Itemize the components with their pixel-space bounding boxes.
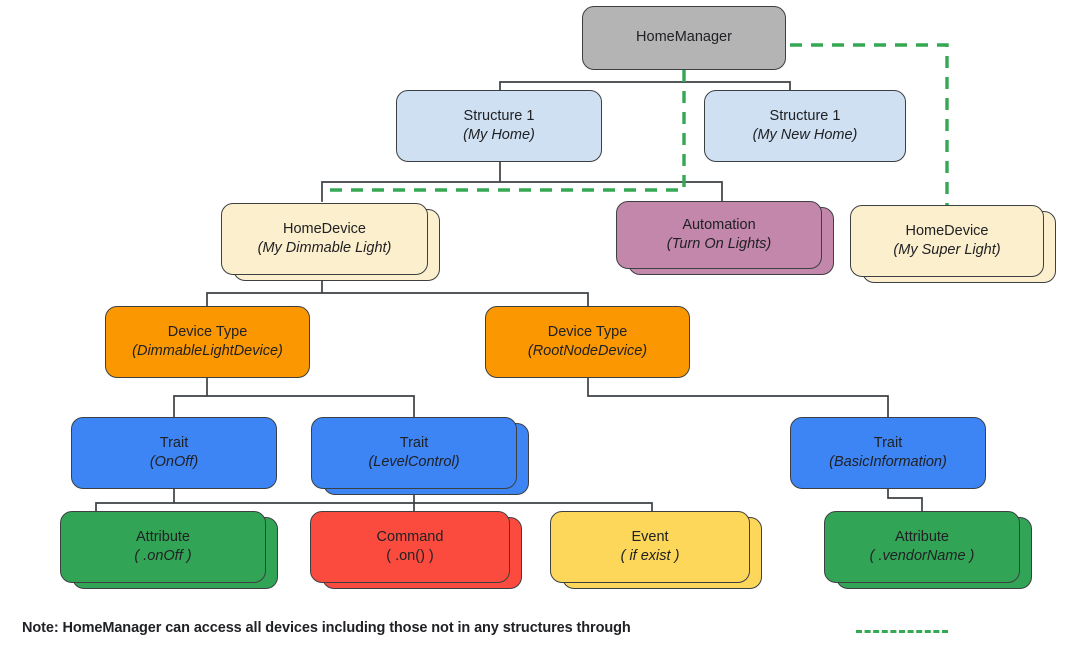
node-structure-my-home-line1: Structure 1	[463, 107, 535, 124]
node-automation-line1: Automation	[682, 216, 756, 233]
footnote-dashed-line-legend-icon	[856, 630, 948, 633]
node-trait-basic-information-line2: (BasicInformation)	[829, 454, 947, 470]
node-trait-level-control-line2: (LevelControl)	[368, 454, 460, 470]
node-attribute-onoff[interactable]: Attribute ( .onOff )	[60, 511, 266, 583]
node-event-if-exist[interactable]: Event ( if exist )	[550, 511, 750, 583]
node-home-device-dimmable-line2: (My Dimmable Light)	[257, 240, 392, 256]
node-attribute-vendor-name[interactable]: Attribute ( .vendorName )	[824, 511, 1020, 583]
node-structure-my-home-line2: (My Home)	[463, 127, 535, 143]
node-device-type-dimmable-light-line2: (DimmableLightDevice)	[132, 343, 283, 359]
node-home-device-dimmable[interactable]: HomeDevice (My Dimmable Light)	[221, 203, 428, 275]
node-command-on[interactable]: Command ( .on() )	[310, 511, 510, 583]
footnote-text: Note: HomeManager can access all devices…	[22, 620, 631, 636]
node-structure-my-new-home[interactable]: Structure 1 (My New Home)	[704, 90, 906, 162]
node-attribute-vendor-name-line1: Attribute	[895, 528, 949, 545]
node-home-device-super-line1: HomeDevice	[905, 222, 989, 239]
node-trait-onoff[interactable]: Trait (OnOff)	[71, 417, 277, 489]
node-attribute-onoff-line2: ( .onOff )	[134, 548, 192, 564]
node-trait-level-control[interactable]: Trait (LevelControl)	[311, 417, 517, 489]
node-automation-line2: (Turn On Lights)	[666, 236, 772, 252]
node-home-manager[interactable]: HomeManager	[582, 6, 786, 70]
node-home-device-dimmable-line1: HomeDevice	[283, 220, 366, 237]
node-attribute-vendor-name-line2: ( .vendorName )	[869, 548, 975, 564]
node-attribute-onoff-line1: Attribute	[136, 528, 190, 545]
node-trait-onoff-line2: (OnOff)	[149, 454, 199, 470]
node-device-type-root-node-line1: Device Type	[547, 323, 628, 340]
node-home-manager-line1: HomeManager	[636, 29, 732, 46]
node-home-device-super[interactable]: HomeDevice (My Super Light)	[850, 205, 1044, 277]
node-event-if-exist-line1: Event	[631, 528, 669, 545]
node-device-type-dimmable-light[interactable]: Device Type (DimmableLightDevice)	[105, 306, 310, 378]
node-device-type-root-node-line2: (RootNodeDevice)	[527, 343, 648, 359]
node-command-on-line1: Command	[376, 528, 444, 545]
node-structure-my-new-home-line1: Structure 1	[769, 107, 841, 124]
node-automation[interactable]: Automation (Turn On Lights)	[616, 201, 822, 269]
node-trait-basic-information-line1: Trait	[873, 434, 903, 451]
node-home-device-super-line2: (My Super Light)	[893, 242, 1001, 258]
node-device-type-root-node[interactable]: Device Type (RootNodeDevice)	[485, 306, 690, 378]
node-structure-my-new-home-line2: (My New Home)	[752, 127, 858, 143]
node-device-type-dimmable-light-line1: Device Type	[167, 323, 248, 340]
node-structure-my-home[interactable]: Structure 1 (My Home)	[396, 90, 602, 162]
node-trait-level-control-line1: Trait	[399, 434, 429, 451]
node-event-if-exist-line2: ( if exist )	[620, 548, 680, 564]
node-trait-basic-information[interactable]: Trait (BasicInformation)	[790, 417, 986, 489]
node-command-on-line2: ( .on() )	[386, 548, 434, 564]
node-trait-onoff-line1: Trait	[159, 434, 189, 451]
